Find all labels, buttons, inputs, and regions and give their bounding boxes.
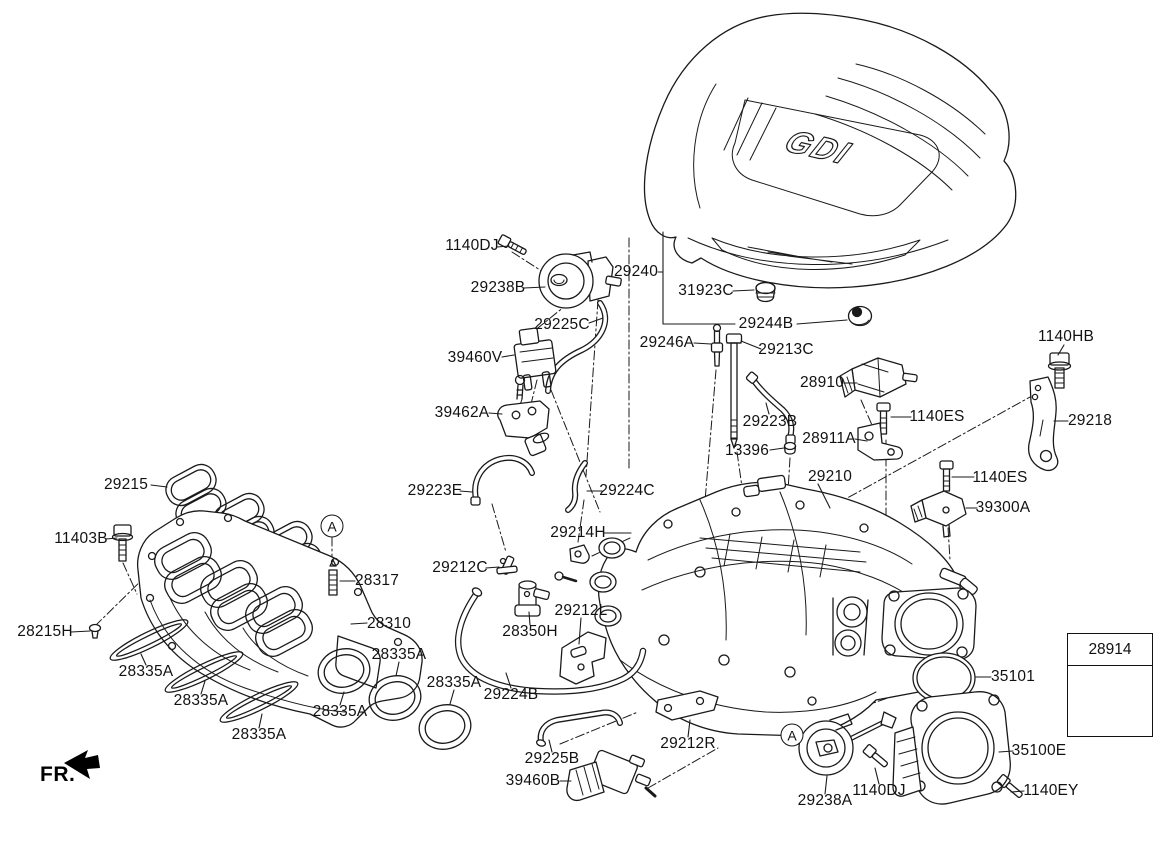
part-label-28910: 28910 xyxy=(799,374,845,391)
part-label-29218: 29218 xyxy=(1067,412,1113,429)
part-label-29223B: 29223B xyxy=(742,413,798,430)
sensor-39300A xyxy=(910,490,967,538)
bracket-29212R xyxy=(655,690,719,721)
bolt-1140HB xyxy=(1047,352,1072,389)
solenoid-valve-39460V xyxy=(513,327,557,391)
bolt-11403B xyxy=(111,524,134,562)
part-label-39462A: 39462A xyxy=(434,404,490,421)
part-label-28317: 28317 xyxy=(354,572,400,589)
fr-arrow-icon xyxy=(64,750,100,779)
part-label-1140DJ: 1140DJ xyxy=(852,782,906,799)
part-label-39300A: 39300A xyxy=(975,499,1031,516)
part-label-29238A: 29238A xyxy=(797,792,853,809)
hose-29223E xyxy=(470,454,535,506)
fitting-29212C xyxy=(496,555,518,575)
part-label-28335A: 28335A xyxy=(426,674,482,691)
fr-indicator: FR. xyxy=(40,763,76,786)
bolt-1140DJ-top xyxy=(497,234,527,255)
part-label-28335A: 28335A xyxy=(371,646,427,663)
part-label-1140DJ: 1140DJ xyxy=(445,237,499,254)
part-label-29223E: 29223E xyxy=(407,482,463,499)
part-label-1140HB: 1140HB xyxy=(1037,328,1095,345)
part-label-29210: 29210 xyxy=(807,468,853,485)
part-label-28911A: 28911A xyxy=(802,430,856,447)
part-label-28335A: 28335A xyxy=(231,726,287,743)
callout-A: A xyxy=(320,514,344,538)
hose-29224C xyxy=(565,460,588,513)
part-label-29224B: 29224B xyxy=(483,686,539,703)
bolt-39460V-mount xyxy=(514,374,526,400)
bracket-29218 xyxy=(1027,376,1059,472)
part-label-28335A: 28335A xyxy=(118,663,174,680)
part-label-28335A: 28335A xyxy=(312,703,368,720)
throttle-body-35100E xyxy=(892,691,1011,805)
part-label-29215: 29215 xyxy=(103,476,149,493)
clip-28215H xyxy=(88,623,102,639)
stud-29246A xyxy=(710,323,724,367)
part-label-31923C: 31923C xyxy=(678,282,734,299)
elbow-28350H xyxy=(514,580,550,617)
stud-28317 xyxy=(328,559,338,596)
part-label-29213C: 29213C xyxy=(758,341,814,358)
hose-29224B xyxy=(454,587,647,695)
part-label-1140EY: 1140EY xyxy=(1023,782,1079,799)
part-label-29244B: 29244B xyxy=(738,315,794,332)
part-label-29224C: 29224C xyxy=(599,482,655,499)
bolt-1140ES-lower xyxy=(939,460,954,492)
reference-box-28914: 28914 xyxy=(1067,633,1153,737)
part-label-29212L: 29212L xyxy=(554,602,608,619)
grommet-31923C xyxy=(755,281,776,303)
sensor-28910 xyxy=(839,357,918,398)
mount-29244B xyxy=(847,305,873,327)
part-label-28310: 28310 xyxy=(366,615,412,632)
part-label-29225B: 29225B xyxy=(524,750,580,767)
part-label-29225C: 29225C xyxy=(534,316,590,333)
bolt-1140ES-upper xyxy=(876,402,891,435)
part-label-1140ES: 1140ES xyxy=(909,408,965,425)
clamp-29214H xyxy=(554,544,590,583)
leader-lines xyxy=(70,231,1069,795)
bracket-29212L xyxy=(559,631,607,685)
part-label-29238B: 29238B xyxy=(470,279,526,296)
bracket-39462A xyxy=(497,400,550,457)
part-label-29240: 29240 xyxy=(613,263,659,280)
callout-A: A xyxy=(780,723,804,747)
bracket-28911A xyxy=(857,422,904,461)
hose-29223B xyxy=(745,371,796,445)
part-label-29214H: 29214H xyxy=(550,524,606,541)
part-label-13396: 13396 xyxy=(724,442,770,459)
purge-valve-29238B xyxy=(538,251,622,309)
reference-box-part-number: 28914 xyxy=(1068,634,1152,666)
nut-13396 xyxy=(783,441,797,455)
part-label-28335A: 28335A xyxy=(173,692,229,709)
part-label-29246A: 29246A xyxy=(639,334,695,351)
part-label-1140ES: 1140ES xyxy=(972,469,1028,486)
part-label-28350H: 28350H xyxy=(502,623,558,640)
part-label-11403B: 11403B xyxy=(54,530,108,547)
engine-cover: GDI xyxy=(643,12,1017,289)
part-label-29212C: 29212C xyxy=(432,559,488,576)
surge-tank-29210 xyxy=(589,474,978,737)
part-label-39460V: 39460V xyxy=(447,349,503,366)
hose-29225B xyxy=(535,709,623,747)
actuator-29238A xyxy=(798,711,897,776)
part-label-35101: 35101 xyxy=(990,668,1036,685)
part-label-28215H: 28215H xyxy=(17,623,73,640)
hose-29225C xyxy=(545,300,609,394)
bolt-1140DJ-bottom xyxy=(862,743,888,768)
part-label-39460B: 39460B xyxy=(505,772,561,789)
gaskets-28335A xyxy=(109,619,472,750)
throttle-flange xyxy=(881,587,977,661)
part-label-29212R: 29212R xyxy=(660,735,716,752)
bolt-29213C xyxy=(725,333,743,449)
part-label-35100E: 35100E xyxy=(1011,742,1067,759)
solenoid-valve-39460B xyxy=(566,749,657,802)
